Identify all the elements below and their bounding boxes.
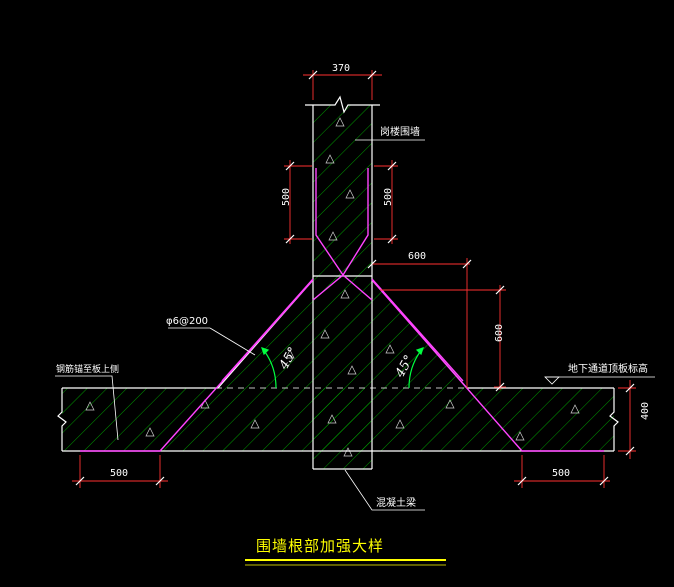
dim-vertical-600: 600	[494, 324, 505, 342]
dim-slab-thickness: 400	[640, 402, 651, 420]
label-beam: 混凝土梁	[376, 496, 416, 509]
dimension-lines	[72, 70, 636, 488]
label-rebar: φ6@200	[166, 316, 208, 327]
dim-wall-width: 370	[332, 63, 350, 74]
leader-lines	[55, 139, 655, 511]
label-slab-top: 钢筋锚至板上侧	[56, 363, 119, 375]
dim-bottom-right: 500	[552, 468, 570, 479]
wall-hatch	[313, 105, 372, 469]
dim-right-height: 500	[383, 188, 394, 206]
dim-left-height: 500	[281, 188, 292, 206]
dim-horizontal-600: 600	[408, 251, 426, 262]
label-floor-level: 地下通道顶板标高	[568, 362, 648, 375]
angle-arcs	[261, 347, 424, 389]
dimension-ticks	[75, 70, 635, 486]
rebar-lines	[80, 168, 604, 452]
dim-bottom-left: 500	[110, 468, 128, 479]
drawing-title: 围墙根部加强大样	[256, 537, 384, 555]
aggregate-marks	[85, 117, 580, 457]
label-wall: 岗楼围墙	[380, 125, 420, 138]
